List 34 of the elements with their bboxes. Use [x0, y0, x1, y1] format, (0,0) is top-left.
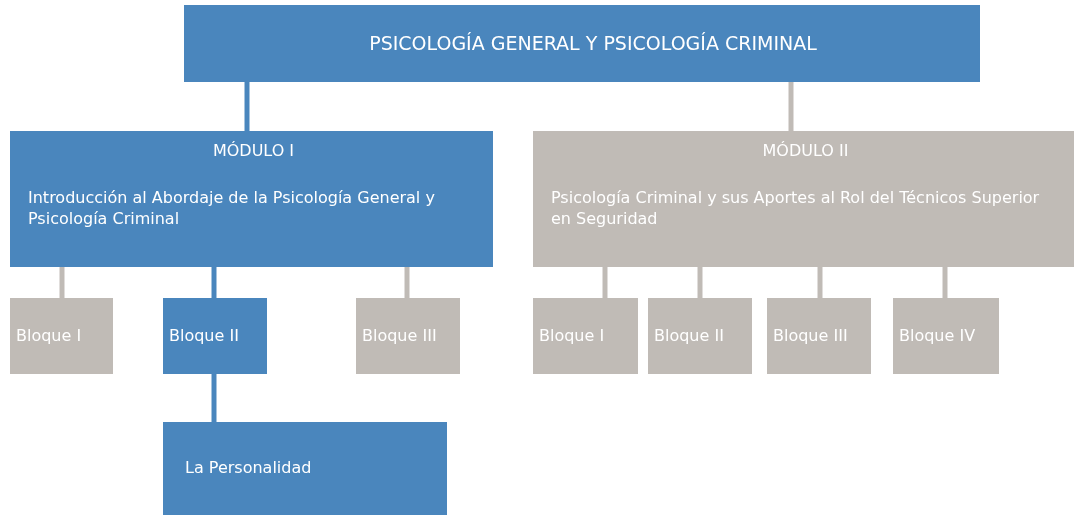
block-box [893, 298, 999, 374]
box-label: Bloque IV [899, 325, 976, 347]
box-label: Bloque III [773, 325, 848, 347]
connector-line [788, 82, 794, 131]
connector-line [602, 267, 608, 298]
block-box [648, 298, 752, 374]
module-heading: MÓDULO II [762, 141, 849, 162]
module-box [533, 131, 1074, 267]
module-box [10, 131, 493, 267]
connector-line [404, 267, 410, 298]
block-box [10, 298, 113, 374]
leaf-box [163, 422, 447, 515]
block-box [163, 298, 267, 374]
block-box [533, 298, 638, 374]
connector-line [211, 267, 217, 298]
title-box [184, 5, 980, 82]
box-label: La Personalidad [185, 458, 312, 479]
box-label: Bloque III [362, 325, 437, 347]
connector-line [211, 374, 217, 422]
box-label: Bloque I [16, 325, 82, 347]
connector-line [942, 267, 948, 298]
box-label: Bloque I [539, 325, 605, 347]
box-label: PSICOLOGÍA GENERAL Y PSICOLOGÍA CRIMINAL [369, 31, 817, 56]
connector-line [244, 82, 250, 131]
box-label: Bloque II [654, 325, 724, 347]
connector-line [59, 267, 65, 298]
block-box [767, 298, 871, 374]
connector-line [817, 267, 823, 298]
box-label: Bloque II [169, 325, 239, 347]
box-label: Psicología Criminal y sus Aportes al Rol del Técnicos Superior en Seguridad [551, 187, 1041, 230]
block-box [356, 298, 460, 374]
module-heading: MÓDULO I [212, 141, 295, 162]
connector-line [697, 267, 703, 298]
box-label: Introducción al Abordaje de la Psicología General y Psicología Criminal [28, 187, 436, 230]
